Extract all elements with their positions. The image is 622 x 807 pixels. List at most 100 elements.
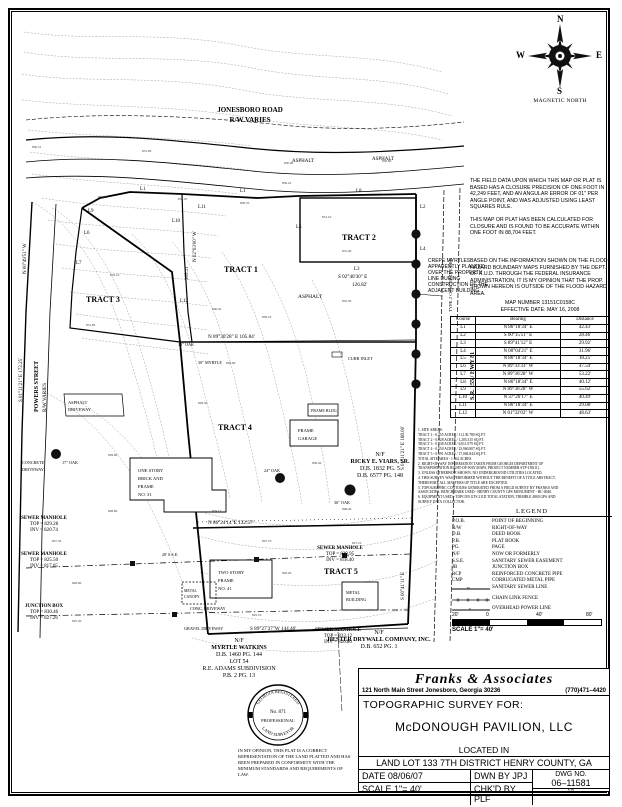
svg-text:831.10: 831.10 [322, 215, 332, 219]
svg-text:830.65: 830.65 [98, 195, 108, 199]
owner-viars-name: RICKY E. VIARS, SR. [350, 459, 410, 465]
legend-meaning: RIGHT-OF-WAY [492, 525, 528, 531]
svg-text:DRIVEWAY: DRIVEWAY [68, 407, 92, 412]
svg-text:830.90: 830.90 [284, 161, 294, 165]
svg-text:832.39: 832.39 [342, 299, 352, 303]
course-id: L6 [450, 362, 476, 372]
svg-text:CONCRETE: CONCRETE [22, 460, 45, 465]
scale-bar-graphic [452, 619, 602, 626]
course-id: L12 [450, 409, 476, 419]
svg-text:DRIVEWAY: DRIVEWAY [22, 467, 44, 472]
manhole-callout-3: JUNCTION BOX TOP = 830.46 INV = 827.26 [6, 604, 82, 622]
course-distance: 48.63' [560, 409, 610, 419]
owner-viars-nf: N/F [375, 452, 385, 458]
course-id: L11 [450, 401, 476, 411]
location-line: LAND LOT 133 7TH DISTRICT HENRY COUNTY, … [359, 756, 609, 770]
legend-line-sample-ss: ss [452, 585, 492, 596]
course-table-header-row: Course Bearing Distance [450, 316, 610, 325]
svg-text:TRACT 3: TRACT 3 [86, 295, 120, 304]
svg-text:N 02°03'00" W: N 02°03'00" W [193, 231, 198, 262]
svg-text:GEORGIA REGISTERED: GEORGIA REGISTERED [255, 689, 301, 705]
course-distance: 42.43' [560, 323, 610, 333]
manhole-2-top: TOP = 825.50 [29, 558, 59, 563]
compass-east-label: E [596, 50, 603, 60]
general-note-line: 4. THIS SURVEY WAS PERFORMED WITHOUT THE… [418, 475, 556, 480]
course-id: L5 [450, 354, 476, 364]
svg-text:No. 871: No. 871 [270, 710, 287, 715]
legend-row: PG.PAGE [452, 545, 612, 552]
flood-map-number: MAP NUMBER 13151C0158C [505, 300, 575, 306]
dwg-no-label: DWG NO. [555, 771, 587, 778]
svg-text:FRAME: FRAME [138, 484, 154, 489]
general-note-line: 2. RIGHT-OF-WAY INFORMATION TAKEN FROM G… [418, 461, 544, 466]
course-distance: 40.12' [560, 378, 610, 388]
drawn-by-field: DWN BY JPJ [471, 770, 533, 782]
compass-rose: N S W E MAGNETIC NORTH [508, 14, 612, 106]
manhole-4-inv: INV = 818.40 [326, 558, 354, 563]
svg-text:N 86°24'14"E 132.57': N 86°24'14"E 132.57' [208, 519, 253, 526]
manhole-2-name: SEWER MANHOLE [21, 552, 67, 557]
svg-text:830.20: 830.20 [312, 461, 322, 465]
svg-text:126.82': 126.82' [352, 282, 367, 288]
course-bearing: N 89°33'33" W [475, 362, 561, 372]
page-number: 1/1 [533, 788, 609, 795]
general-note-line: TRACT 5 - 0.391 ACRES / 17,084.844 SQ.FT… [418, 451, 486, 456]
svg-text:827.70: 827.70 [262, 539, 272, 543]
course-id: L2 [450, 331, 476, 341]
compass-caption: MAGNETIC NORTH [533, 98, 587, 104]
svg-text:831.40: 831.40 [342, 249, 352, 253]
scale-field: SCALE 1"= 40' [359, 783, 471, 805]
owner-watkins-block: N/F MYRTLE WATKINS D.B. 1460 PG. 144 LOT… [180, 638, 298, 680]
course-distance: 55.62' [560, 386, 610, 395]
svg-text:830.42: 830.42 [212, 307, 222, 311]
legend-line-sample-power: p [452, 606, 492, 617]
svg-text:828.49: 828.49 [342, 507, 352, 511]
svg-text:L5: L5 [296, 225, 302, 230]
manhole-callout-2: SEWER MANHOLE TOP = 825.50 INV = 817.65 [6, 552, 82, 570]
svg-text:TRACT 5: TRACT 5 [324, 567, 358, 576]
course-header-course: Course [450, 316, 476, 325]
survey-for-label: TOPOGRAPHIC SURVEY FOR: [363, 699, 524, 711]
svg-text:830.51: 830.51 [32, 145, 42, 149]
legend-abbr: JB [452, 565, 458, 571]
svg-text:827.50: 827.50 [52, 539, 62, 543]
plat-drawing-area: JONESBORO ROAD R/W VARIES ASPHALT ASPHAL… [12, 12, 606, 792]
general-note-line: TRANSPORTATION RIGHT-OF-WAY MAPS, PROJEC… [418, 466, 540, 471]
general-note-line: TRACT 2 - 0.028 ACRES / 1,205.315 SQ.FT. [418, 437, 485, 442]
owner-hester-name: HESTER DRYWALL COMPANY, INC. [327, 637, 431, 643]
svg-text:L1: L1 [240, 189, 246, 194]
title-row-date: DATE 08/06/07 DWN BY JPJ [359, 770, 533, 783]
svg-text:830.22: 830.22 [282, 181, 292, 185]
scale-tick-labels: 20' 0 40' 80' [452, 612, 602, 619]
closure-note-block: THE FIELD DATA UPON WHICH THIS MAP OR PL… [470, 178, 610, 243]
legend-abbr: PG. [452, 545, 460, 551]
scale-tick-2: 40' [536, 612, 543, 618]
course-bearing: S 00°15'51" E [475, 331, 561, 341]
general-note-line: 5. TOPOGRAPHIC CONTOURS GENERATED FROM A… [418, 485, 559, 490]
svg-text:826.90: 826.90 [72, 581, 82, 585]
manhole-3-top: TOP = 830.46 [29, 610, 59, 615]
legend-abbr: R/W [452, 525, 462, 531]
checked-by-field: CHK'D BY PLF [471, 783, 533, 805]
legend-meaning: CORRUGATED METAL PIPE [492, 578, 556, 584]
legend-line-row: CHAIN LINK FENCE [452, 596, 612, 607]
svg-text:FRAME BLDG: FRAME BLDG [311, 408, 337, 413]
general-note-line: SURVEY DATA COLLECTOR. [418, 499, 465, 504]
flood-map-info: MAP NUMBER 13151C0158C EFFECTIVE DATE: M… [470, 300, 610, 313]
svg-text:ASPHALT: ASPHALT [68, 400, 88, 405]
general-note-line: TRACT 3 - 0.138 ACRES / 6,011.079 SQ.FT. [418, 442, 485, 447]
flood-note-block: BASED ON THE INFORMATION SHOWN ON THE FL… [470, 258, 610, 298]
dwg-number-block: DWG NO. 06–11581 1/1 [533, 770, 609, 805]
svg-text:829.90: 829.90 [226, 361, 236, 365]
firm-phone: (770)471–4420 [565, 688, 606, 694]
owner-watkins-db: D.B. 1460 PG. 144 [215, 652, 262, 658]
svg-text:L4: L4 [420, 247, 426, 252]
svg-text:JONESBORO ROAD: JONESBORO ROAD [217, 106, 283, 114]
